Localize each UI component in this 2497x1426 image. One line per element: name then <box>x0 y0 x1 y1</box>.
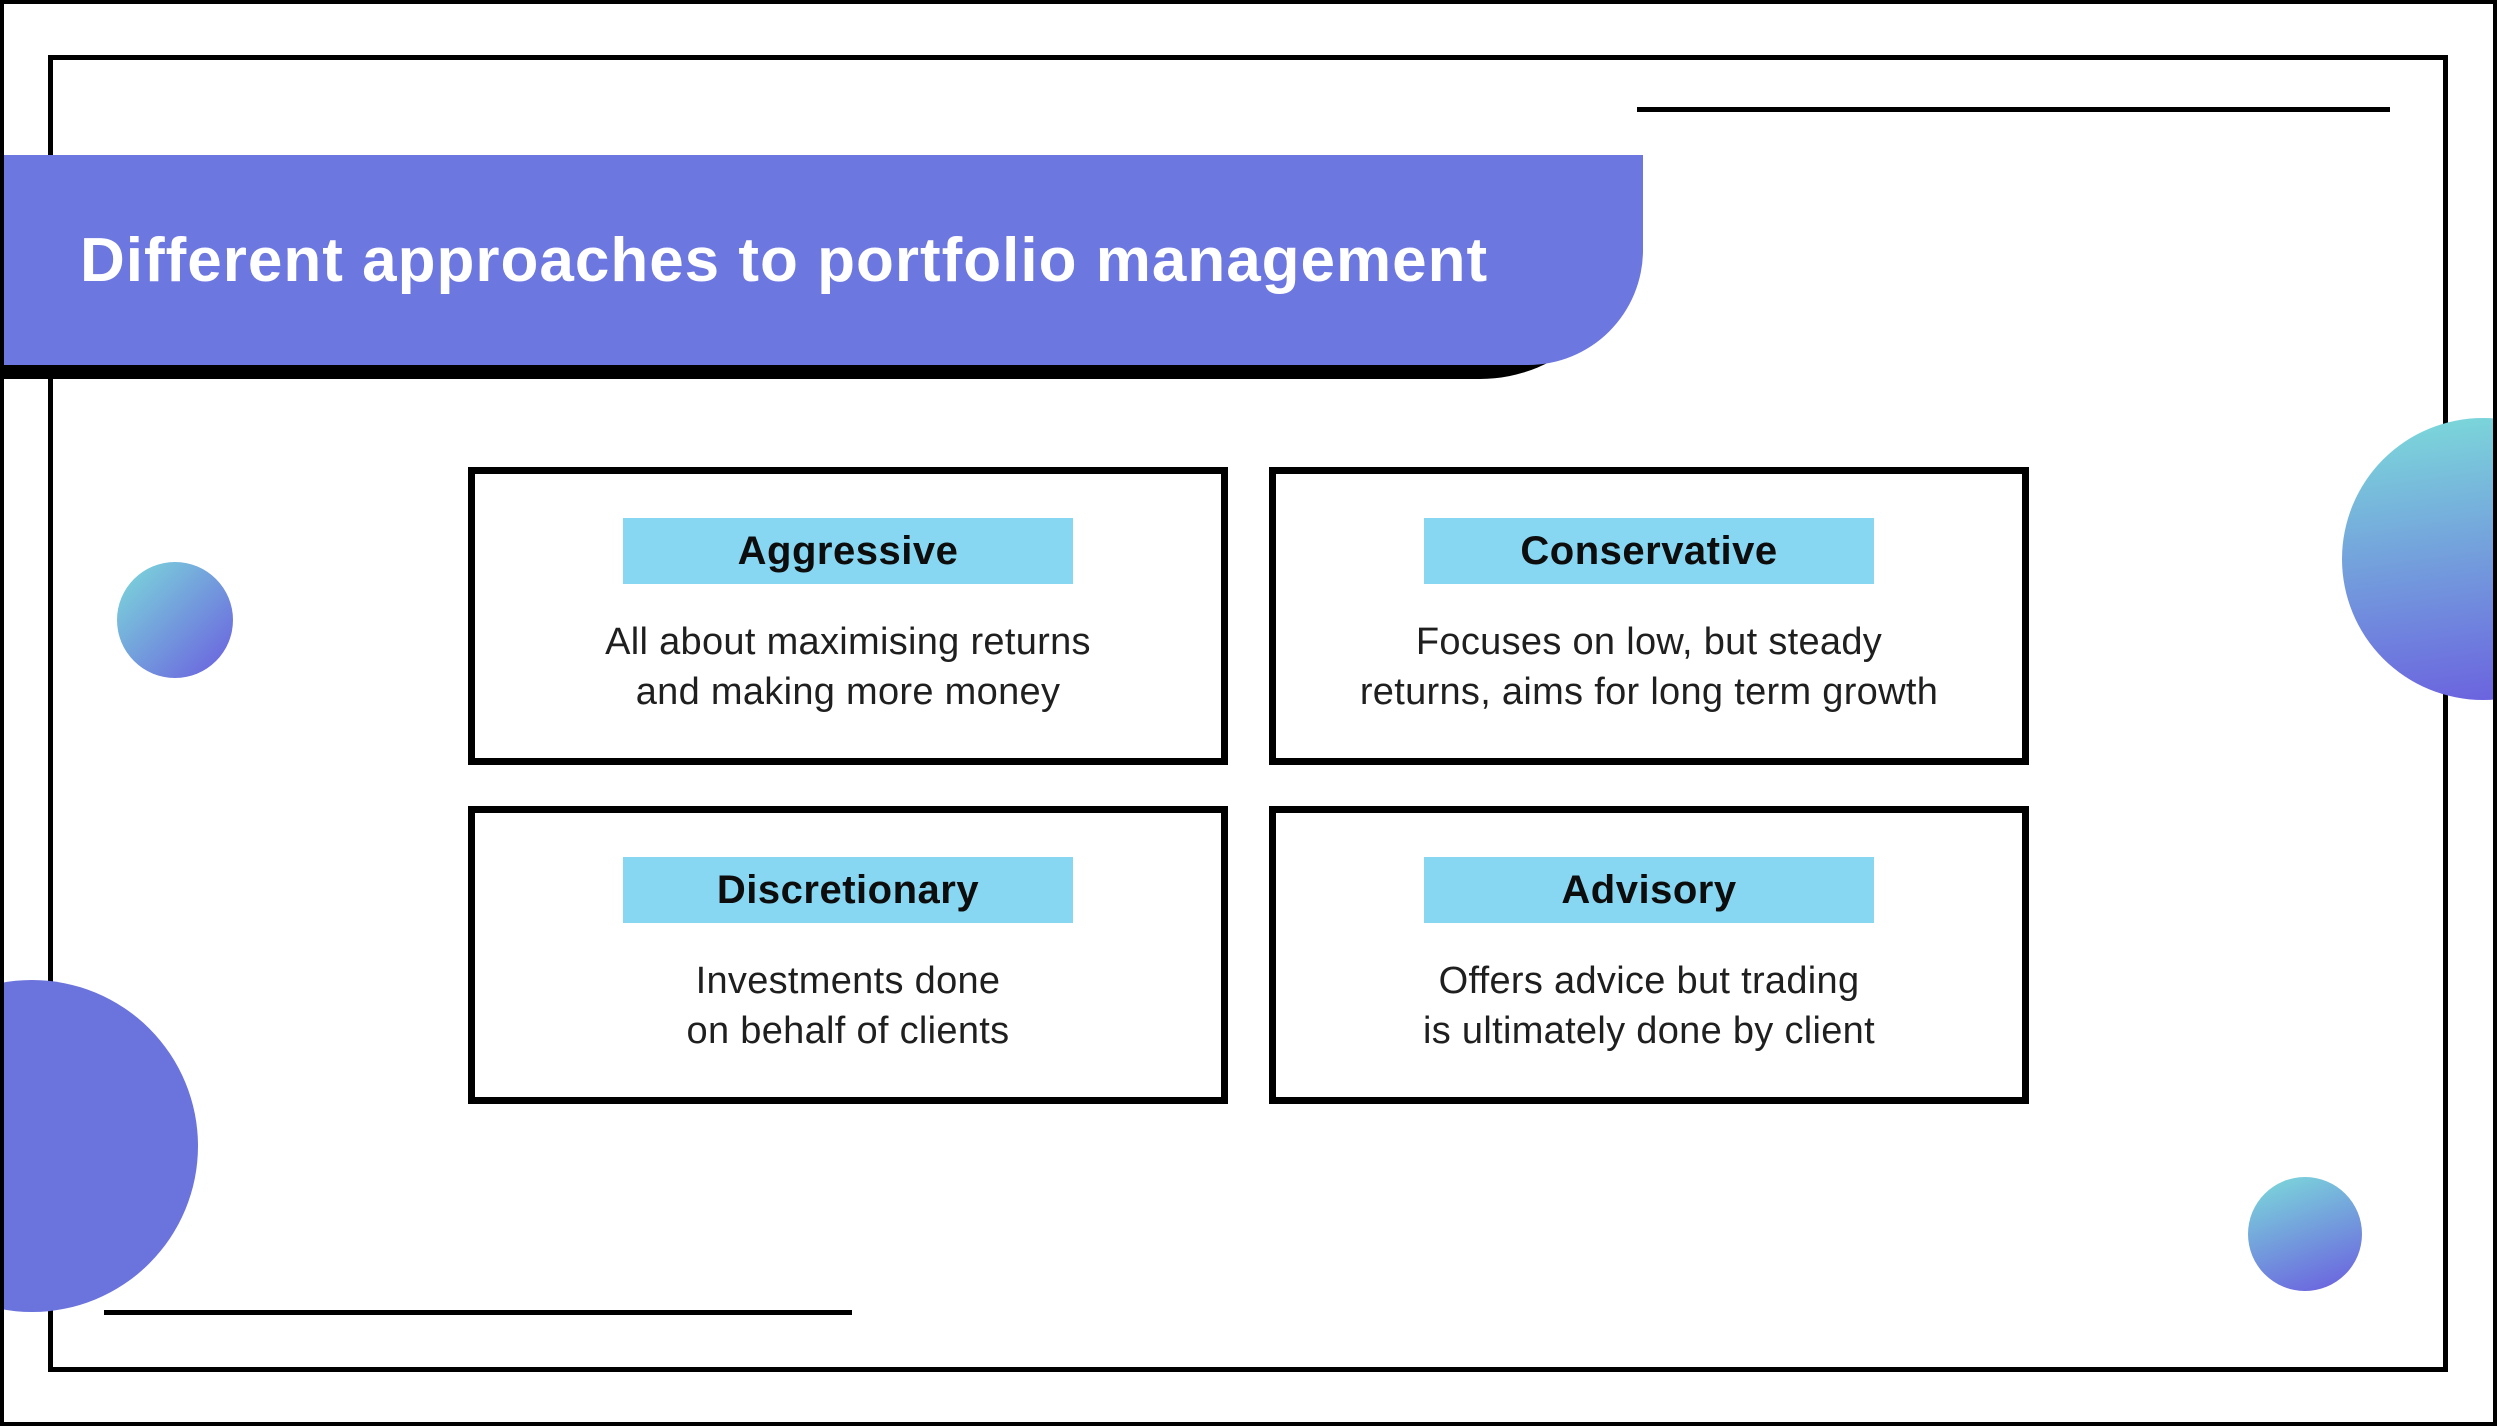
card-heading: Aggressive <box>737 528 959 573</box>
approach-card-advisory: Advisory Offers advice but trading is ul… <box>1269 806 2029 1104</box>
card-body-line: returns, aims for long term growth <box>1359 671 1939 713</box>
decor-circle-top-left <box>117 562 233 678</box>
card-heading: Discretionary <box>716 867 980 912</box>
card-body-line: is ultimately done by client <box>1423 1010 1875 1052</box>
card-body-line: Investments done <box>695 960 1001 1002</box>
card-body: Investments done on behalf of clients <box>475 956 1221 1056</box>
card-body: Focuses on low, but steady returns, aims… <box>1276 617 2022 717</box>
card-body-line: Offers advice but trading <box>1438 960 1860 1002</box>
card-body-line: Focuses on low, but steady <box>1415 621 1883 663</box>
card-body: Offers advice but trading is ultimately … <box>1276 956 2022 1056</box>
inner-border-frame <box>48 55 2448 1372</box>
card-heading-highlight: Conservative <box>1424 518 1874 584</box>
approach-card-aggressive: Aggressive All about maximising returns … <box>468 467 1228 765</box>
card-heading: Conservative <box>1520 528 1778 573</box>
page-title: Different approaches to portfolio manage… <box>80 225 1489 295</box>
card-heading-highlight: Advisory <box>1424 857 1874 923</box>
card-body-line: All about maximising returns <box>605 621 1091 663</box>
card-body-line: on behalf of clients <box>686 1010 1010 1052</box>
title-banner: Different approaches to portfolio manage… <box>0 155 1643 365</box>
card-heading: Advisory <box>1561 867 1737 912</box>
bottom-left-divider-line <box>104 1310 852 1315</box>
card-heading-highlight: Discretionary <box>623 857 1073 923</box>
approach-card-conservative: Conservative Focuses on low, but steady … <box>1269 467 2029 765</box>
top-right-divider-line <box>1637 107 2390 112</box>
card-body: All about maximising returns and making … <box>475 617 1221 717</box>
card-heading-highlight: Aggressive <box>623 518 1073 584</box>
decor-circle-bottom-right-small <box>2248 1177 2362 1291</box>
approach-card-discretionary: Discretionary Investments done on behalf… <box>468 806 1228 1104</box>
card-body-line: and making more money <box>635 671 1061 713</box>
